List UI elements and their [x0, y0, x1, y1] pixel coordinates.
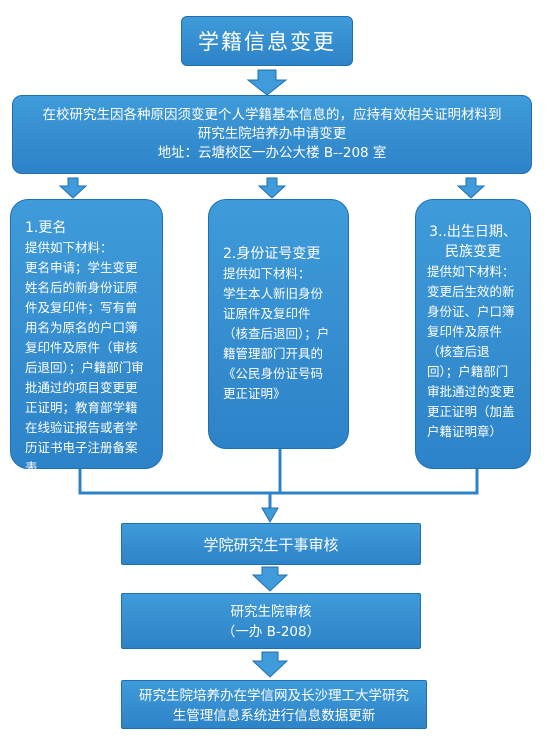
step-college-review: 学院研究生干事审核	[121, 523, 421, 565]
column-rename: 1.更名 提供如下材料： 更名申请；学生变更姓名后的新身份证原件及复印件；写有曾…	[10, 199, 163, 475]
column-body: 变更后生效的新身份证、户口簿复印件及原件（核查后退回）；户籍部门审批通过的变更更…	[427, 284, 515, 439]
arrow-down-icon	[58, 177, 88, 199]
step-text-sub: （一办 B-208）	[221, 624, 321, 640]
arrow-down-icon	[251, 566, 289, 592]
arrow-down-icon	[257, 177, 287, 199]
column-heading: 3..出生日期、民族变更	[429, 224, 517, 260]
column-id-change: 2.身份证号变更 提供如下材料： 学生本人新旧身份证原件及复印件（核查后退回）；…	[208, 199, 349, 449]
step-text-sub: 生管理信息系统进行信息数据更新	[172, 708, 376, 724]
column-subheading: 提供如下材料：	[223, 266, 311, 281]
step-text: 学院研究生干事审核	[203, 536, 339, 554]
step-text: 研究生院培养办在学信网及长沙理工大学研究	[139, 688, 409, 704]
arrow-down-icon	[246, 69, 288, 96]
step-graduate-school-review: 研究生院审核 （一办 B-208）	[121, 593, 421, 649]
column-birth-ethnicity: 3..出生日期、民族变更 提供如下材料： 变更后生效的新身份证、户口簿复印件及原…	[415, 199, 531, 469]
arrow-down-icon	[456, 177, 486, 199]
column-subheading: 提供如下材料：	[427, 264, 515, 279]
flowchart-title: 学籍信息变更	[181, 16, 353, 66]
column-heading: 1.更名	[25, 220, 67, 236]
arrow-down-icon	[261, 507, 279, 524]
arrow-down-icon	[251, 651, 289, 678]
column-body: 学生本人新旧身份证原件及复印件（核查后退回）；户籍管理部门开具的《公民身份证号码…	[223, 286, 330, 401]
intro-text: 在校研究生因各种原因须变更个人学籍基本信息的，应持有效相关证明材料到研究生院培养…	[42, 107, 502, 142]
column-subheading: 提供如下材料：	[25, 240, 113, 255]
column-body: 更名申请；学生变更姓名后的新身份证原件及复印件；写有曾用名为原名的户口簿复印件及…	[25, 260, 144, 475]
column-heading: 2.身份证号变更	[223, 246, 321, 262]
step-data-update: 研究生院培养办在学信网及长沙理工大学研究 生管理信息系统进行信息数据更新	[121, 680, 427, 729]
flowchart-title-text: 学籍信息变更	[198, 30, 336, 54]
intro-address: 地址：云塘校区一办公大楼 B--208 室	[157, 145, 387, 161]
intro-box: 在校研究生因各种原因须变更个人学籍基本信息的，应持有效相关证明材料到研究生院培养…	[12, 95, 532, 174]
step-text: 研究生院审核	[230, 604, 312, 620]
